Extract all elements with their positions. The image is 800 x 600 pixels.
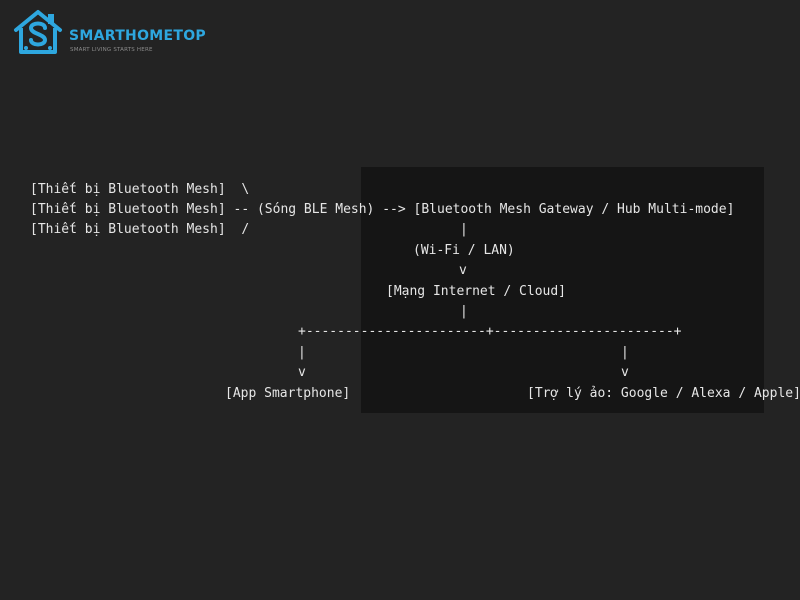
diagram-arrow-right: v xyxy=(621,365,629,380)
diagram-connector-right: | xyxy=(621,345,629,360)
logo-tagline: SMART LIVING STARTS HERE xyxy=(70,47,153,53)
diagram-node-assistant: [Trợ lý ảo: Google / Alexa / Apple] xyxy=(527,386,800,401)
code-panel xyxy=(361,167,764,413)
diagram-line-device-2: [Thiết bị Bluetooth Mesh] -- (Sóng BLE M… xyxy=(30,202,735,217)
diagram-line-device-3: [Thiết bị Bluetooth Mesh] / xyxy=(30,222,250,237)
diagram-branch-line: +-----------------------+---------------… xyxy=(298,324,682,339)
diagram-connector-gateway: | xyxy=(460,222,468,237)
diagram-arrow-cloud: v xyxy=(459,263,467,278)
house-s-logo-icon xyxy=(14,10,62,54)
diagram-arrow-left: v xyxy=(298,365,306,380)
logo: SMARTHOMETOP SMART LIVING STARTS HERE xyxy=(12,8,212,58)
diagram-connector-cloud: | xyxy=(460,304,468,319)
diagram-line-device-1: [Thiết bị Bluetooth Mesh] \ xyxy=(30,182,250,197)
logo-title: SMARTHOMETOP xyxy=(69,28,206,44)
diagram-connector-left: | xyxy=(298,345,306,360)
diagram-node-cloud: [Mạng Internet / Cloud] xyxy=(386,284,567,299)
diagram-node-app: [App Smartphone] xyxy=(225,386,351,401)
diagram-label-wifi: (Wi-Fi / LAN) xyxy=(413,243,515,258)
